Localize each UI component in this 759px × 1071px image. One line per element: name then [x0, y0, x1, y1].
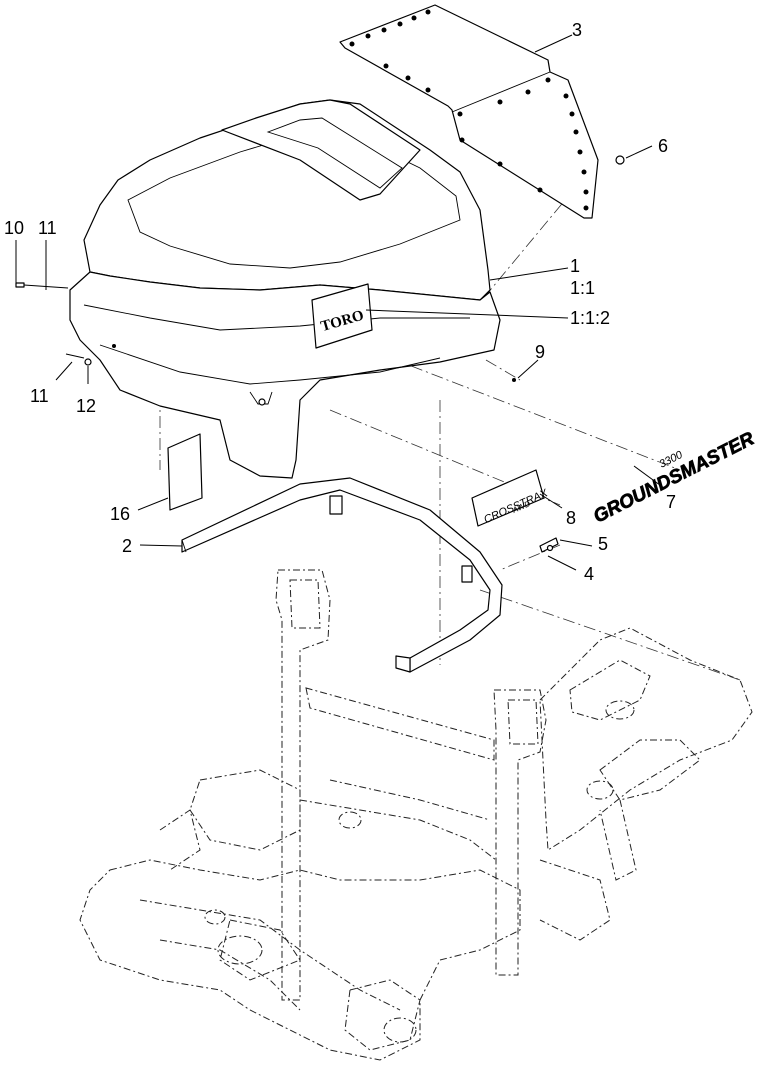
- hardware: [15, 280, 559, 553]
- callout-6: 6: [658, 136, 668, 156]
- decal-part-16: [167, 433, 203, 511]
- callout-1: 1: [570, 256, 580, 276]
- callout-1-1-2: 1:1:2: [570, 308, 610, 328]
- decal-part-7: GROUNDSMASTER 3300: [590, 428, 758, 528]
- callout-11-top: 11: [38, 218, 57, 238]
- screw-part-6: [615, 155, 625, 165]
- groundsmaster-text: GROUNDSMASTER: [590, 428, 758, 527]
- decal-part-8: CROSSTRAX AWD: [471, 469, 550, 527]
- callout-11-bottom: 11: [30, 386, 49, 406]
- callout-2: 2: [122, 536, 132, 556]
- callout-10: 10: [4, 218, 24, 238]
- rear-panel-part-3: [339, 4, 599, 219]
- callout-8: 8: [566, 508, 576, 528]
- callout-4: 4: [584, 564, 594, 584]
- callout-1-1: 1:1: [570, 278, 595, 298]
- callout-labels: 3 6 1 1:1 1:1:2 9 10 11 11 12 16 2 5 4 8…: [4, 20, 676, 584]
- chassis-frame: [79, 569, 753, 1061]
- callout-5: 5: [598, 534, 608, 554]
- callout-16: 16: [110, 504, 130, 524]
- hood-part-1: TORO: [69, 99, 501, 479]
- callout-12: 12: [76, 396, 96, 416]
- callout-9: 9: [535, 342, 545, 362]
- callout-7: 7: [666, 492, 676, 512]
- leader-lines: [15, 34, 665, 571]
- callout-3: 3: [572, 20, 582, 40]
- tube-part-2: [181, 477, 503, 673]
